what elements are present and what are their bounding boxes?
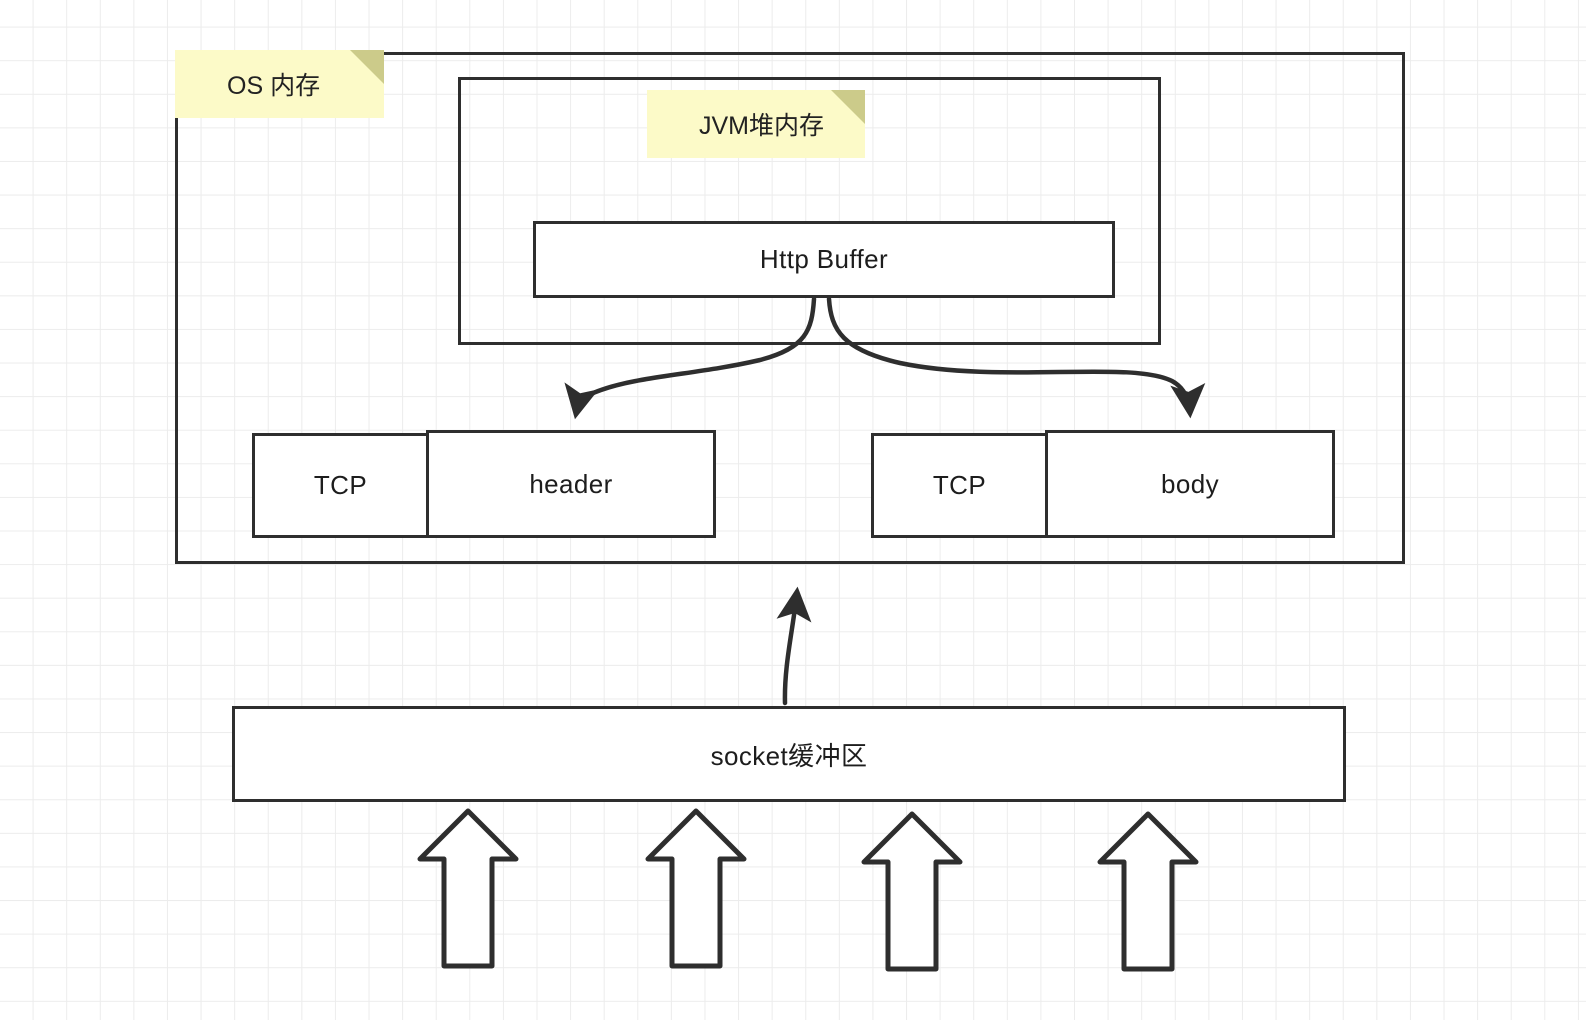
- inbound-arrow-1[interactable]: [417, 808, 519, 969]
- connector-http-buffer-to-header[interactable]: [564, 296, 817, 420]
- sticky-fold-corner-icon: [831, 90, 865, 124]
- connector-http-buffer-to-body[interactable]: [826, 296, 1206, 419]
- packet-right-tcp-label: TCP: [932, 470, 987, 500]
- packet-right-body-box[interactable]: [1045, 430, 1335, 538]
- packet-left-header-label: header: [529, 468, 613, 499]
- jvm-heap-container[interactable]: [458, 77, 1161, 345]
- inbound-arrow-2[interactable]: [645, 808, 747, 969]
- sticky-fold-corner-icon: [350, 50, 384, 84]
- http-buffer-label: Http Buffer: [759, 244, 889, 274]
- packet-left-tcp-box[interactable]: [252, 433, 429, 538]
- jvm-heap-sticky-note[interactable]: JVM堆内存: [647, 90, 865, 158]
- os-memory-sticky-label: OS 内存: [227, 72, 321, 100]
- packet-right-body-label: body: [1161, 468, 1219, 499]
- os-memory-container[interactable]: [175, 52, 1405, 564]
- inbound-arrow-4[interactable]: [1097, 811, 1199, 972]
- packet-left-tcp-label: TCP: [313, 470, 368, 500]
- http-buffer-box[interactable]: [533, 221, 1115, 298]
- connector-socket-buffer-to-os-memory[interactable]: [776, 586, 812, 706]
- socket-buffer-label: socket缓冲区: [710, 740, 868, 771]
- socket-buffer-box[interactable]: [232, 706, 1346, 802]
- packet-right-tcp-box[interactable]: [871, 433, 1048, 538]
- jvm-heap-sticky-label: JVM堆内存: [699, 112, 825, 140]
- os-memory-sticky-note[interactable]: OS 内存: [175, 50, 384, 118]
- inbound-arrow-3[interactable]: [861, 811, 963, 972]
- inbound-arrows-group: [417, 808, 1199, 972]
- packet-left-header-box[interactable]: [426, 430, 716, 538]
